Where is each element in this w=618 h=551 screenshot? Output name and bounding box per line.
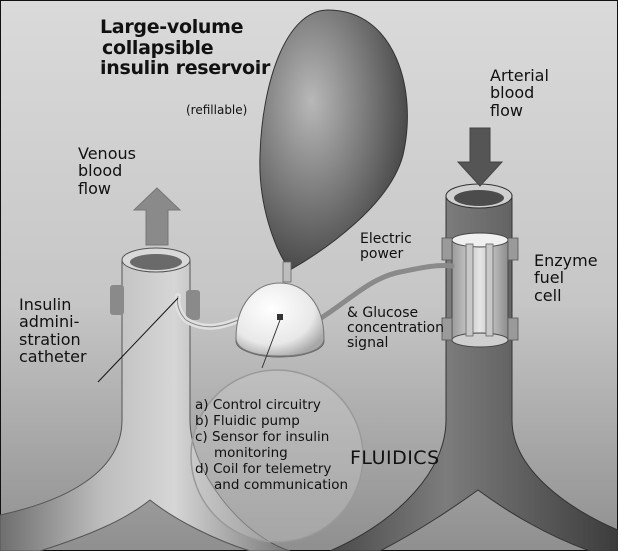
component-item: d) Coil for telemetry xyxy=(195,462,348,478)
arterial-flow-label: Arterial blood flow xyxy=(490,67,549,119)
component-item: and communication xyxy=(195,478,348,494)
component-item: b) Fluidic pump xyxy=(195,414,348,430)
components-list: a) Control circuitry b) Fluidic pump c) … xyxy=(195,398,348,494)
component-item: monitoring xyxy=(195,446,348,462)
electric-power-label: Electric power xyxy=(360,232,412,262)
component-item: a) Control circuitry xyxy=(195,398,348,414)
fluidics-label: FLUIDICS xyxy=(350,448,440,469)
catheter-label: Insulin admini- stration catheter xyxy=(19,296,87,365)
enzyme-fuel-cell xyxy=(442,233,518,347)
component-item: c) Sensor for insulin xyxy=(195,430,348,446)
venous-flow-label: Venous blood flow xyxy=(78,145,136,197)
glucose-signal-label: & Glucose concentration signal xyxy=(347,306,444,351)
enzyme-fuel-cell-label: Enzyme fuel cell xyxy=(534,252,598,304)
reservoir-label: Large-volume collapsible insulin reservo… xyxy=(100,17,270,79)
refillable-note: (refillable) xyxy=(186,104,247,117)
